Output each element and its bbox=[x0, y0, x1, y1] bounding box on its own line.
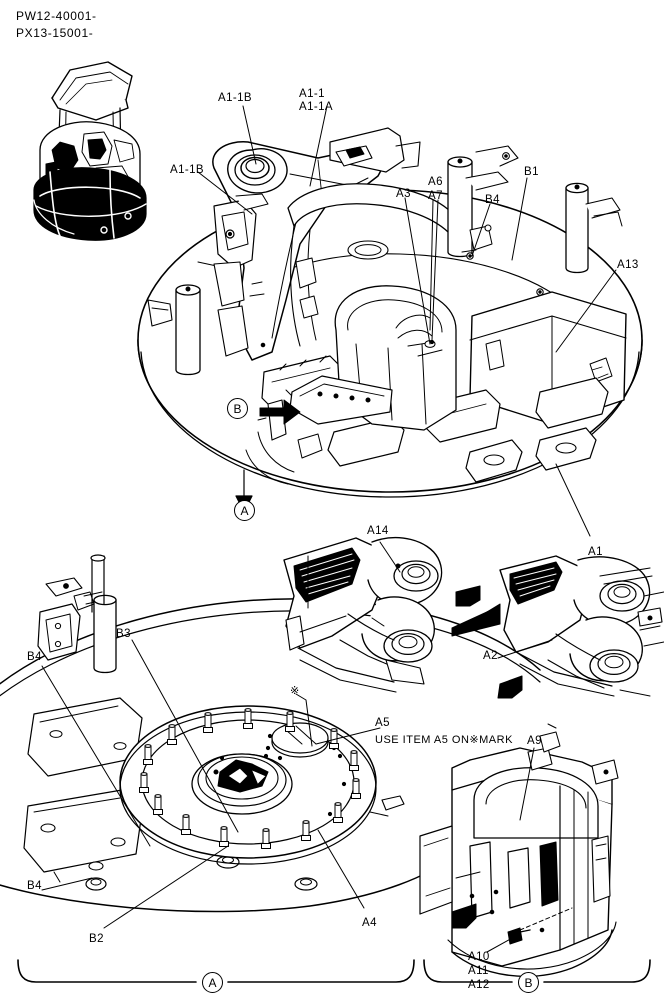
callout-a6: A6 bbox=[428, 176, 443, 188]
callout-b4-bottom: B4 bbox=[27, 880, 42, 892]
callout-b3: B3 bbox=[116, 628, 131, 640]
bracket-casting-a14 bbox=[283, 537, 443, 693]
detail-view-a9 bbox=[419, 723, 619, 977]
section-brackets bbox=[17, 959, 651, 983]
callout-b1: B1 bbox=[524, 166, 539, 178]
swing-bearing-assembly bbox=[0, 554, 541, 913]
callout-a1-1a: A1-1A bbox=[299, 101, 333, 113]
callout-a3: A3 bbox=[396, 188, 411, 200]
callout-a1-1b-top: A1-1B bbox=[218, 92, 252, 104]
callout-a4: A4 bbox=[362, 917, 377, 929]
callout-a10: A10 bbox=[468, 951, 490, 963]
callout-a1-1: A1-1 bbox=[299, 88, 325, 100]
callout-a14: A14 bbox=[367, 525, 389, 537]
callout-a12: A12 bbox=[468, 979, 490, 991]
model-code-line-2: PX13-15001- bbox=[16, 26, 94, 40]
callout-a7: A7 bbox=[428, 190, 443, 202]
view-arrow-label-b: B bbox=[227, 398, 248, 419]
callout-b4-left: B4 bbox=[27, 651, 42, 663]
detail-view-a2 bbox=[451, 555, 664, 699]
callout-a13: A13 bbox=[617, 259, 639, 271]
machine-isometric-inset bbox=[33, 61, 147, 241]
use-item-note: USE ITEM A5 ON※MARK bbox=[375, 734, 513, 746]
callout-a1-1b-left: A1-1B bbox=[170, 164, 204, 176]
leader-lines-bottom bbox=[41, 541, 553, 953]
reference-mark-icon: ※ bbox=[290, 685, 300, 697]
view-arrow-label-a: A bbox=[234, 500, 255, 521]
main-upper-frame-assembly bbox=[137, 127, 643, 498]
callout-a1: A1 bbox=[588, 546, 603, 558]
model-code-line-1: PW12-40001- bbox=[16, 9, 97, 23]
section-bracket-label-a: A bbox=[202, 972, 223, 993]
leader-lines-top bbox=[197, 105, 617, 537]
section-bracket-label-b: B bbox=[518, 972, 539, 993]
callout-a2: A2 bbox=[483, 650, 498, 662]
callout-b4-top: B4 bbox=[485, 194, 500, 206]
callout-a5: A5 bbox=[375, 717, 390, 729]
callout-b2: B2 bbox=[89, 933, 104, 945]
callout-a9: A9 bbox=[527, 735, 542, 747]
callout-a11: A11 bbox=[468, 965, 489, 977]
